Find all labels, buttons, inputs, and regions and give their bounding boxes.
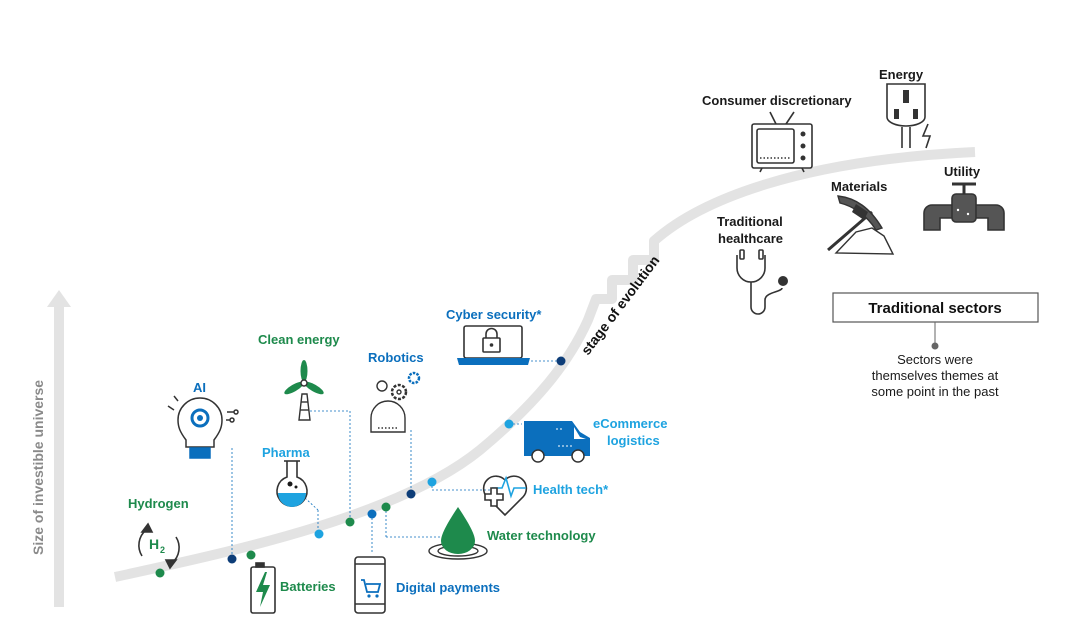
wind-turbine-icon: [284, 360, 324, 421]
dot-ecommerce-logistics: [504, 419, 514, 429]
delivery-van-icon: [524, 421, 590, 463]
label-digital-payments: Digital payments: [396, 580, 500, 595]
note-line-2: themselves themes at: [872, 368, 999, 383]
traditional-sectors-box: [832, 292, 1039, 323]
dot-clean-energy: [345, 517, 355, 527]
label-ai: AI: [193, 380, 206, 395]
label-pharma: Pharma: [262, 445, 310, 460]
label-traditional-healthcare-line1: Traditional: [717, 214, 783, 229]
note-line-3: some point in the past: [871, 384, 999, 399]
dot-digital-payments: [367, 509, 377, 519]
label-water-technology: Water technology: [487, 528, 596, 543]
y-axis-label: Size of investible universe: [30, 380, 46, 555]
traditional-sectors-title: Traditional sectors: [868, 300, 1001, 317]
label-utility: Utility: [944, 164, 981, 179]
label-consumer-discretionary: Consumer discretionary: [702, 93, 852, 108]
dot-batteries: [246, 550, 256, 560]
pickaxe-icon: [827, 195, 895, 255]
dot-pharma: [314, 529, 324, 539]
label-hydrogen: Hydrogen: [128, 496, 189, 511]
label-energy: Energy: [879, 67, 924, 82]
phone-cart-icon: [354, 556, 386, 614]
flask-icon: [276, 460, 308, 507]
heart-cross-icon: [482, 475, 528, 517]
label-materials: Materials: [831, 179, 887, 194]
label-batteries: Batteries: [280, 579, 336, 594]
dot-cyber-security: [556, 356, 566, 366]
dot-robotics: [406, 489, 416, 499]
robot-gears-icon: [370, 371, 421, 433]
lightbulb-gear-icon: [167, 395, 239, 459]
stethoscope-icon: [736, 249, 788, 315]
dot-water-technology: [381, 502, 391, 512]
y-axis-arrow: [47, 290, 71, 607]
label-ecommerce-logistics-line2: logistics: [607, 433, 660, 448]
battery-icon: [250, 562, 276, 614]
label-robotics: Robotics: [368, 350, 424, 365]
label-ecommerce-logistics-line1: eCommerce: [593, 416, 667, 431]
label-cyber-security: Cyber security*: [446, 307, 542, 322]
evolution-curve: [113, 147, 976, 582]
laptop-lock-icon: [457, 325, 530, 365]
note-dot: [931, 342, 939, 350]
label-health-tech: Health tech*: [533, 482, 609, 497]
plug-icon: [886, 83, 932, 149]
dot-hydrogen: [155, 568, 165, 578]
svg-text:2: 2: [160, 545, 165, 555]
dot-health-tech: [427, 477, 437, 487]
svg-text:H: H: [149, 536, 159, 552]
label-traditional-healthcare-line2: healthcare: [718, 231, 783, 246]
note-line-1: Sectors were: [897, 352, 973, 367]
h2-cycle-icon: H 2: [138, 522, 180, 570]
connector-lines: [231, 360, 561, 557]
tv-icon: [751, 111, 813, 173]
dot-ai: [227, 554, 237, 564]
water-drop-icon: [428, 507, 488, 560]
label-clean-energy: Clean energy: [258, 332, 340, 347]
pipe-valve-icon: [923, 182, 1005, 231]
